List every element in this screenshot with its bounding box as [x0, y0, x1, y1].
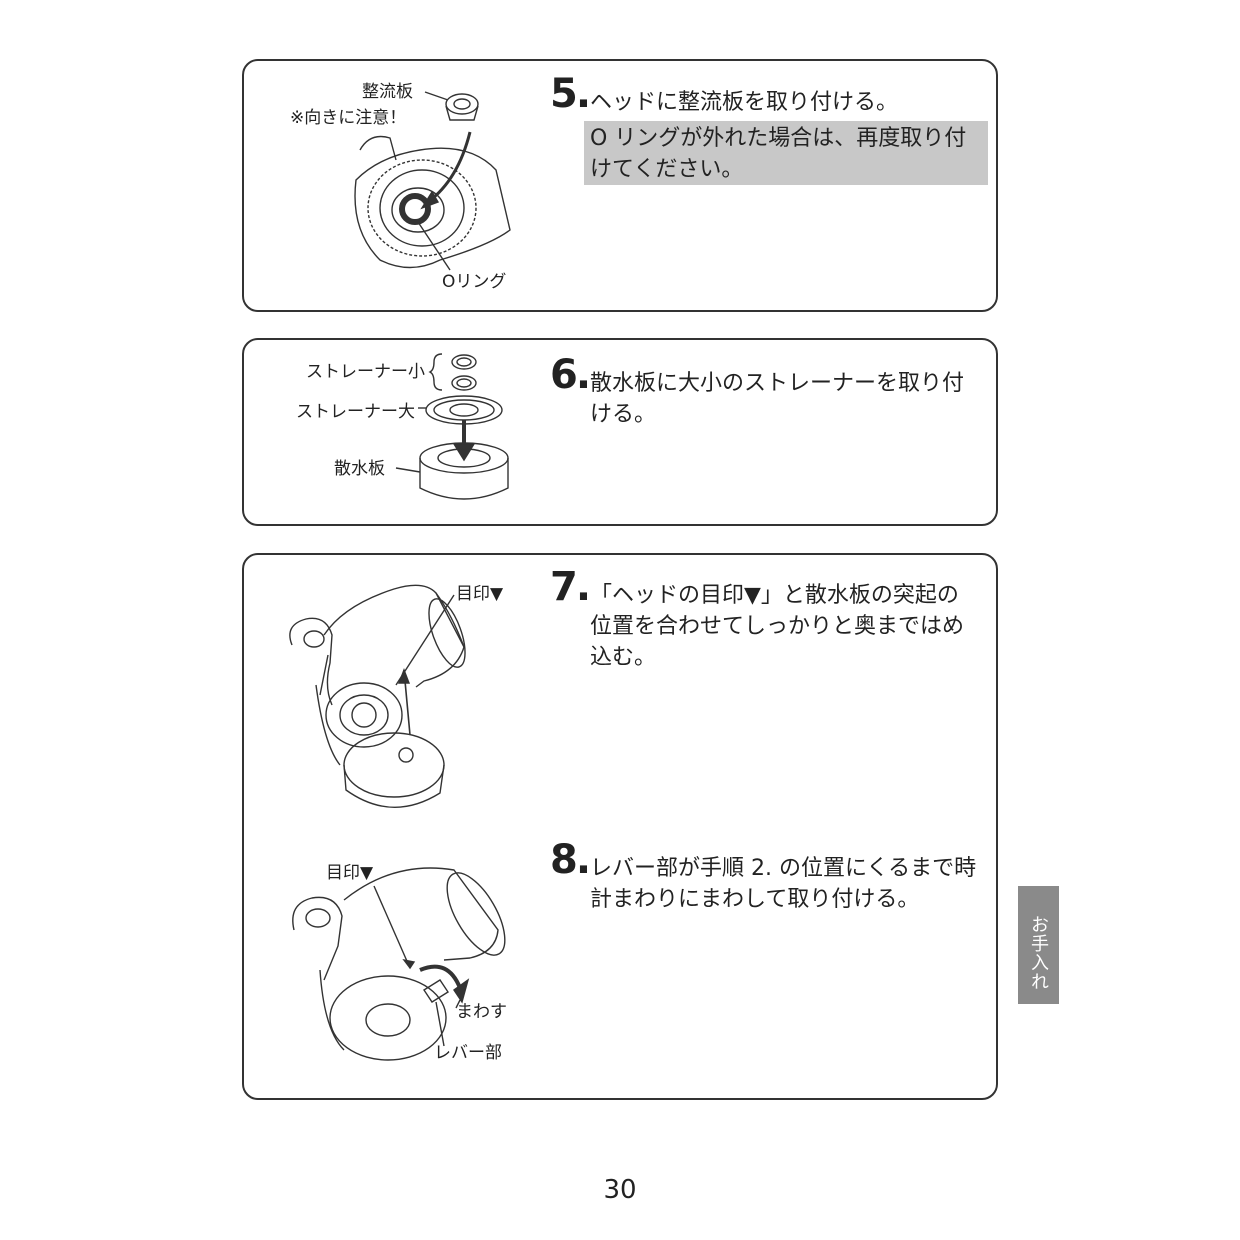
- step5-number: 5.: [550, 71, 591, 117]
- step6-text: 散水板に大小のストレーナーを取り付ける。: [590, 371, 965, 427]
- step5-note: O リングが外れた場合は、再度取り付けてください。: [584, 121, 988, 185]
- step7-instruction: 7. 「ヘッドの目印▼」と散水板の突起の位置を合わせてしっかりと奥まではめ込む。: [550, 567, 980, 673]
- step8-text: レバー部が手順 2. の位置にくるまで時計まわりにまわして取り付ける。: [590, 856, 977, 912]
- step6-panel: [242, 338, 998, 526]
- step5-instruction: 5. ヘッドに整流板を取り付ける。: [550, 74, 980, 118]
- label-sprinkler-plate: 散水板: [334, 459, 385, 479]
- step8-number: 8.: [550, 837, 591, 883]
- label-rectifier-plate: 整流板: [362, 82, 413, 102]
- label-mark-step7: 目印▼: [456, 584, 504, 604]
- label-orientation-caution: ※向きに注意！: [290, 108, 407, 128]
- step6-number: 6.: [550, 352, 591, 398]
- label-o-ring: Oリング: [442, 272, 507, 292]
- step7-number: 7.: [550, 564, 591, 610]
- page-number: 30: [603, 1175, 637, 1205]
- step5-text: ヘッドに整流板を取り付ける。: [590, 90, 899, 115]
- label-strainer-large: ストレーナー大: [296, 402, 415, 422]
- section-tab-care: お手入れ: [1018, 886, 1059, 1004]
- illustration-head-rectifier: [354, 91, 511, 271]
- illustration-head-align: [289, 584, 466, 808]
- step5-panel: [242, 59, 998, 312]
- illustration-head-rotate: [292, 867, 506, 1061]
- step7-8-panel: [242, 553, 998, 1100]
- step6-instruction: 6. 散水板に大小のストレーナーを取り付ける。: [550, 355, 980, 430]
- label-lever: レバー部: [434, 1043, 502, 1063]
- step8-instruction: 8. レバー部が手順 2. の位置にくるまで時計まわりにまわして取り付ける。: [550, 840, 980, 915]
- label-turn: まわす: [456, 1002, 507, 1022]
- illustration-strainers: [395, 353, 509, 500]
- label-mark-step8: 目印▼: [326, 863, 374, 883]
- label-strainer-small: ストレーナー小: [306, 362, 425, 382]
- step7-text: 「ヘッドの目印▼」と散水板の突起の位置を合わせてしっかりと奥まではめ込む。: [590, 583, 965, 670]
